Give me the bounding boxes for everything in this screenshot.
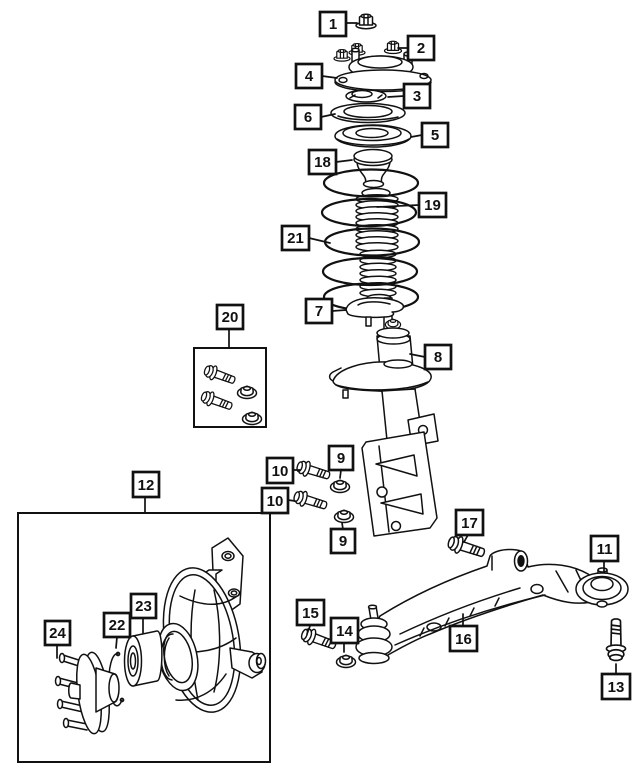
part-strut-assembly	[328, 318, 439, 537]
svg-text:3: 3	[413, 88, 421, 105]
callout-21[interactable]: 21	[280, 224, 311, 252]
part-knuckle-bolts	[291, 458, 333, 514]
svg-text:7: 7	[315, 303, 323, 320]
svg-text:9: 9	[337, 450, 345, 467]
svg-text:9: 9	[339, 533, 347, 550]
svg-text:20: 20	[222, 309, 239, 326]
callout-9-upper[interactable]: 9	[327, 444, 355, 472]
callout-9-lower[interactable]: 9	[329, 527, 357, 555]
callout-3[interactable]: 3	[402, 82, 432, 110]
part-rear-bushing	[575, 567, 629, 608]
svg-text:10: 10	[272, 463, 289, 480]
svg-text:15: 15	[302, 605, 319, 622]
part-upper-spring-seat	[330, 102, 406, 124]
part-lower-spring-isolator	[345, 297, 405, 327]
svg-text:5: 5	[431, 127, 439, 144]
part-lower-control-arm	[372, 548, 600, 658]
part-arm-bolt-rear	[605, 618, 627, 662]
callout-11[interactable]: 11	[589, 534, 620, 563]
callout-8[interactable]: 8	[423, 343, 453, 371]
svg-text:11: 11	[597, 541, 613, 558]
svg-text:21: 21	[287, 230, 304, 247]
svg-text:16: 16	[455, 631, 472, 648]
svg-text:14: 14	[336, 623, 353, 640]
callout-4[interactable]: 4	[294, 62, 324, 90]
svg-text:1: 1	[329, 16, 337, 33]
callout-10-upper[interactable]: 10	[265, 456, 295, 485]
svg-text:12: 12	[138, 477, 155, 494]
svg-text:8: 8	[434, 349, 442, 366]
svg-text:13: 13	[608, 679, 625, 696]
callout-24[interactable]: 24	[43, 619, 72, 647]
callout-20[interactable]: 20	[215, 303, 245, 331]
part-ball-joint	[355, 604, 393, 665]
part-spring-isolator	[334, 124, 412, 148]
callout-7[interactable]: 7	[304, 297, 334, 325]
callout-17[interactable]: 17	[454, 508, 485, 537]
part-hub-bearing	[123, 630, 163, 687]
callout-12[interactable]: 12	[131, 470, 161, 499]
callout-5[interactable]: 5	[420, 121, 450, 149]
callout-13[interactable]: 13	[600, 672, 632, 701]
svg-text:4: 4	[305, 68, 314, 85]
svg-text:10: 10	[267, 493, 284, 510]
svg-text:6: 6	[304, 109, 312, 126]
callout-10-lower[interactable]: 10	[260, 486, 290, 515]
part-jounce-bumper	[353, 148, 393, 189]
part-knuckle-nuts	[329, 479, 355, 524]
svg-text:22: 22	[109, 617, 126, 634]
part-balljoint-nut	[335, 654, 357, 669]
part-bolt-kit-box	[193, 347, 267, 428]
svg-text:2: 2	[417, 40, 425, 57]
part-mount-bearing	[345, 89, 387, 103]
callout-18[interactable]: 18	[307, 148, 338, 176]
callout-1[interactable]: 1	[318, 10, 348, 38]
part-steering-knuckle	[157, 537, 267, 713]
callout-19[interactable]: 19	[417, 191, 448, 219]
callout-15[interactable]: 15	[295, 598, 326, 627]
svg-text:19: 19	[424, 197, 441, 214]
svg-text:17: 17	[461, 515, 478, 532]
svg-text:18: 18	[314, 154, 331, 171]
part-knuckle-box	[17, 512, 271, 763]
callout-22[interactable]: 22	[102, 611, 132, 639]
callout-6[interactable]: 6	[293, 103, 323, 131]
part-strut-rod-nut	[355, 13, 377, 30]
svg-text:24: 24	[49, 625, 66, 642]
part-hub	[54, 651, 120, 735]
svg-text:23: 23	[135, 598, 152, 615]
leader-lines	[56, 22, 617, 675]
callout-2[interactable]: 2	[406, 34, 436, 62]
callout-14[interactable]: 14	[329, 616, 360, 645]
callout-16[interactable]: 16	[448, 624, 479, 653]
callout-23[interactable]: 23	[129, 592, 158, 620]
